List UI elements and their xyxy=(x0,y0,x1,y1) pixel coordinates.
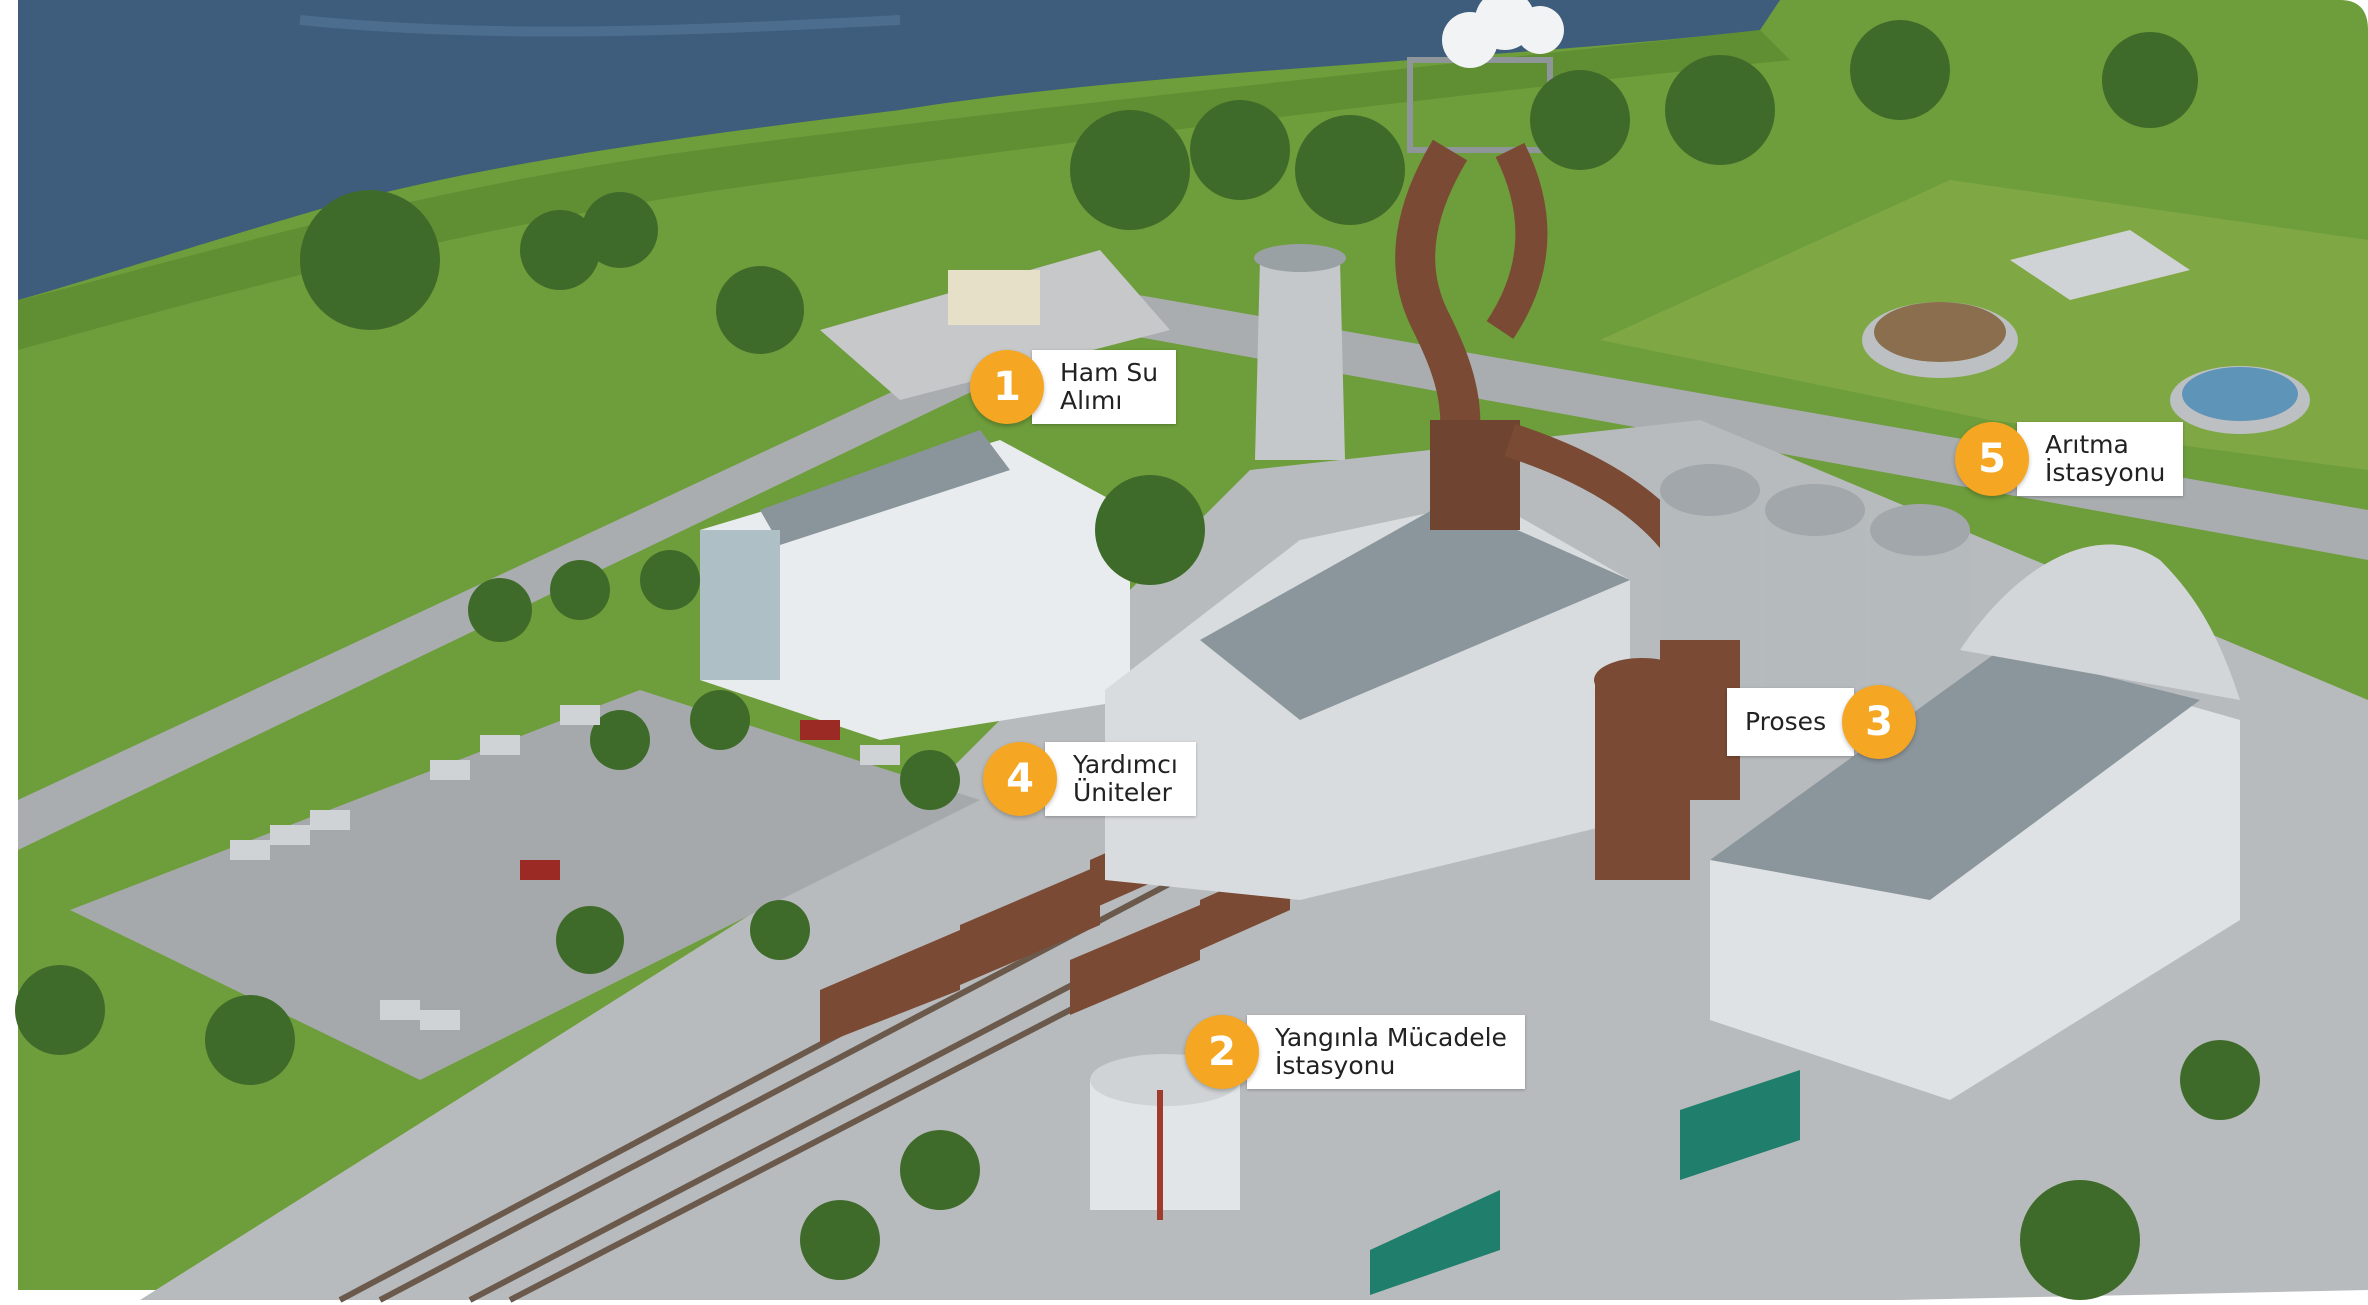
callout-number-badge: 3 xyxy=(1842,685,1917,759)
callout-label: Arıtma İstasyonu xyxy=(2017,422,2184,496)
raw-water-intake-building xyxy=(820,250,1170,400)
parked-cars xyxy=(230,705,900,1030)
callout-label-line: Arıtma xyxy=(2045,430,2129,459)
steam-plume xyxy=(1442,0,1564,68)
callout-number-badge: 1 xyxy=(970,350,1044,424)
callout-label-line: Yardımcı xyxy=(1073,750,1178,779)
lake-reflection xyxy=(299,15,901,37)
callout-number-badge: 4 xyxy=(983,742,1057,816)
callout-label: Yangınla Mücadele İstasyonu xyxy=(1247,1015,1525,1089)
callout-yanginla-mucadele-istasyonu: 2 Yangınla Mücadele İstasyonu xyxy=(1185,1015,1525,1089)
lake xyxy=(18,0,1780,300)
main-road xyxy=(18,290,2368,850)
callout-ham-su-alimi: 1 Ham Su Alımı xyxy=(970,350,1177,424)
callout-label-line: Proses xyxy=(1745,707,1827,736)
process-hall xyxy=(1105,500,1630,900)
callout-number-badge: 2 xyxy=(1185,1015,1259,1089)
water-tower xyxy=(1254,244,1346,460)
stockpile xyxy=(1960,544,2240,700)
trucks xyxy=(1370,1070,1800,1295)
callout-label-line: İstasyonu xyxy=(1275,1051,1396,1080)
callout-label-line: Yangınla Mücadele xyxy=(1275,1023,1507,1052)
callout-number-badge: 5 xyxy=(1955,422,2029,496)
treatment-station xyxy=(1600,180,2368,470)
cyclone-towers xyxy=(1594,640,1740,880)
lake-shore xyxy=(18,30,1790,350)
callout-label-line: Ham Su xyxy=(1060,358,1159,387)
callout-proses: Proses 3 xyxy=(1727,685,1917,759)
callout-label-line: Alımı xyxy=(1060,386,1123,415)
callout-label-line: İstasyonu xyxy=(2045,458,2166,487)
callout-label: Ham Su Alımı xyxy=(1032,350,1177,424)
callout-yardimci-uniteler: 4 Yardımcı Üniteler xyxy=(983,742,1196,816)
warehouse xyxy=(1710,650,2240,1100)
callout-aritma-istasyonu: 5 Arıtma İstasyonu xyxy=(1955,422,2184,496)
office-building xyxy=(700,430,1130,740)
trees xyxy=(15,20,2260,1300)
callout-label: Yardımcı Üniteler xyxy=(1045,742,1196,816)
parking-lot xyxy=(70,690,980,1080)
callout-label-line: Üniteler xyxy=(1073,778,1172,807)
callout-label: Proses xyxy=(1727,688,1855,756)
